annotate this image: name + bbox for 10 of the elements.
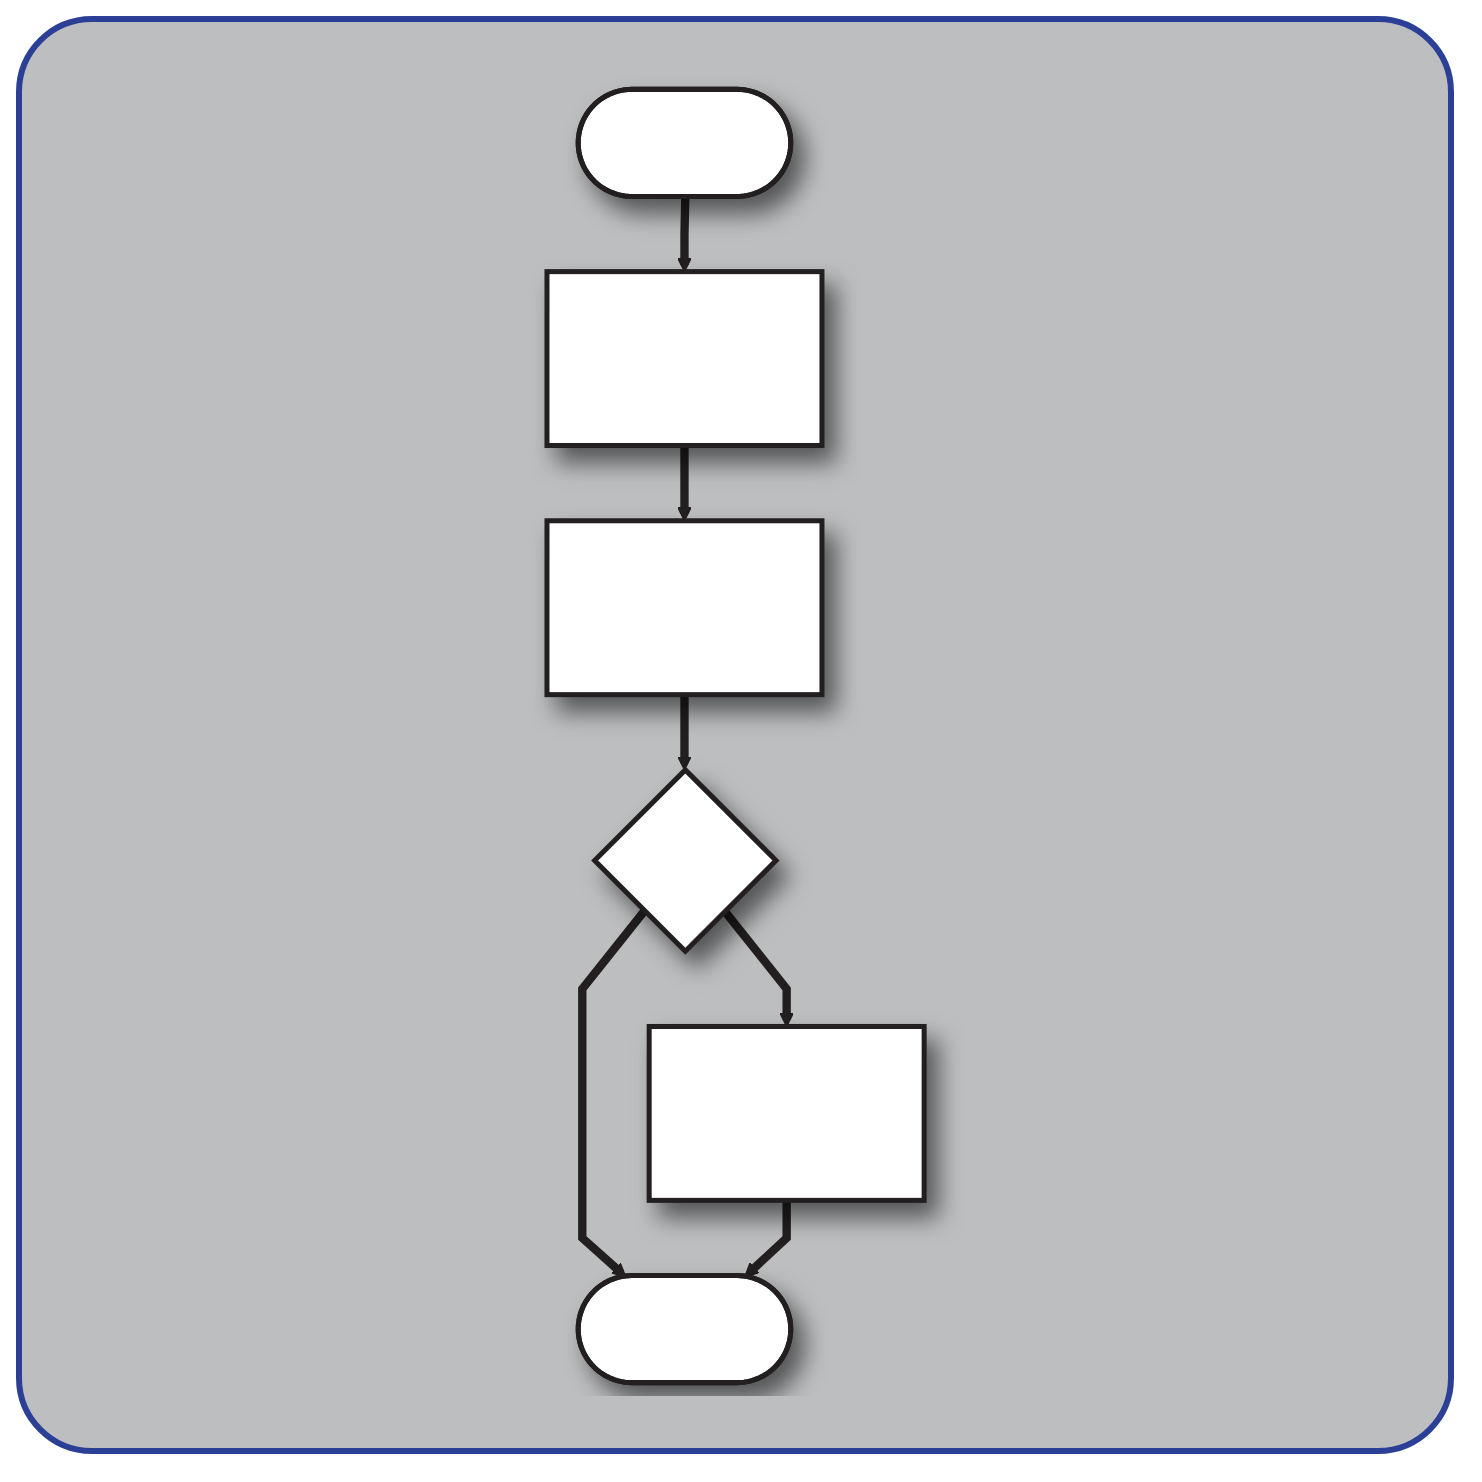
arrow [743, 1199, 791, 1277]
node-diamond [590, 765, 779, 954]
arrow [676, 693, 692, 770]
arrow [720, 907, 794, 1027]
node-box [543, 268, 824, 448]
arrow [676, 444, 692, 521]
arrow [577, 907, 647, 1277]
node-box [543, 517, 824, 697]
node-box [646, 1022, 927, 1202]
arrow [676, 196, 692, 272]
